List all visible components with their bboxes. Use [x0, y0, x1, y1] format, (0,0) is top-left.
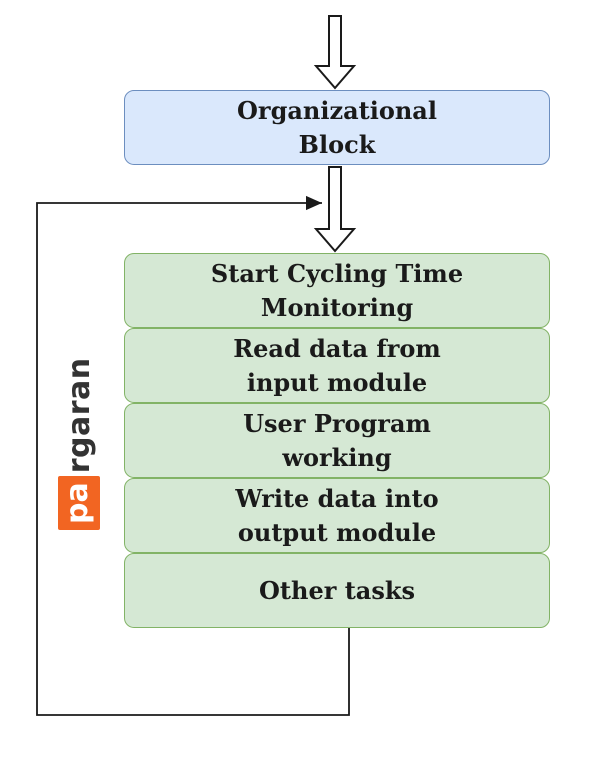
logo-text: rgaran: [61, 357, 97, 474]
entry-hollow-arrow: [313, 15, 357, 90]
block-to-steps-hollow-arrow: [313, 166, 357, 253]
step-start-cycling-time-monitoring: Start Cycling Time Monitoring: [124, 253, 550, 328]
step-user-program-working: User Program working: [124, 403, 550, 478]
logo-highlight: pa: [58, 476, 100, 530]
step-other-tasks: Other tasks: [124, 553, 550, 628]
step-write-data-into-output-module: Write data into output module: [124, 478, 550, 553]
step-read-data-from-input-module: Read data from input module: [124, 328, 550, 403]
feedback-loop-line: [36, 195, 350, 716]
organizational-block: Organizational Block: [124, 90, 550, 165]
